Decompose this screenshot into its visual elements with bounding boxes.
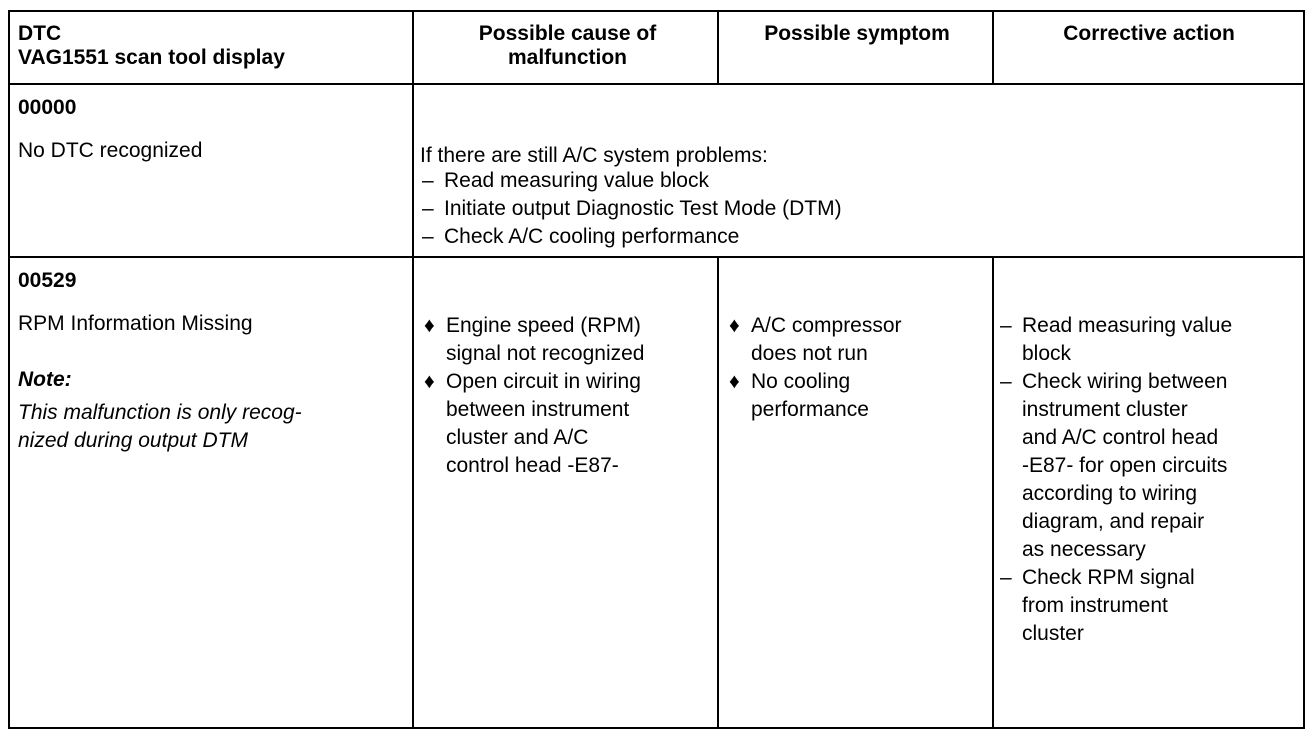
row2-note-label: Note: bbox=[18, 368, 72, 391]
row1-dtc-label: No DTC recognized bbox=[18, 139, 203, 162]
list-item: ♦ Engine speed (RPM) signal not recogniz… bbox=[424, 314, 645, 365]
list-item: –Check A/C cooling performance bbox=[422, 225, 740, 248]
col-divider-3-row2 bbox=[992, 256, 994, 727]
list-item: ♦ A/C compressor does not run bbox=[729, 314, 902, 365]
col-divider-1 bbox=[412, 12, 414, 727]
list-item: –Read measuring value block bbox=[422, 169, 709, 192]
row1-dtc-code: 00000 bbox=[18, 96, 77, 119]
list-item: ♦ No cooling performance bbox=[729, 370, 869, 421]
header-scan-tool-label: VAG1551 scan tool display bbox=[18, 46, 285, 69]
dtc-table: DTC VAG1551 scan tool display Possible c… bbox=[8, 10, 1305, 729]
list-item: – Check wiring between instrument cluste… bbox=[1000, 370, 1228, 561]
header-dtc-cell: DTC VAG1551 scan tool display bbox=[18, 22, 408, 70]
row2-note-text: This malfunction is only recog- nized du… bbox=[18, 401, 302, 452]
list-item: –Initiate output Diagnostic Test Mode (D… bbox=[422, 197, 842, 220]
col-divider-2-header bbox=[717, 12, 719, 83]
row1-action-list: –Read measuring value block –Initiate ou… bbox=[420, 167, 842, 251]
row2-symptom-list: ♦ A/C compressor does not run ♦ No cooli… bbox=[727, 312, 902, 424]
row2-dtc-code: 00529 bbox=[18, 269, 77, 292]
header-divider bbox=[10, 83, 1303, 85]
header-possible-symptom: Possible symptom bbox=[764, 22, 950, 45]
row1-intro: If there are still A/C system problems: bbox=[420, 144, 768, 167]
header-corrective-action: Corrective action bbox=[1063, 22, 1235, 45]
header-possible-cause: Possible cause of malfunction bbox=[478, 22, 657, 69]
row2-corrective-list: – Read measuring value block – Check wir… bbox=[998, 312, 1232, 648]
list-item: – Read measuring value block bbox=[1000, 314, 1233, 365]
row-divider bbox=[10, 256, 1303, 258]
col-divider-3-header bbox=[992, 12, 994, 83]
header-dtc-label: DTC bbox=[18, 22, 62, 45]
row2-dtc-label: RPM Information Missing bbox=[18, 312, 253, 335]
list-item: – Check RPM signal from instrument clust… bbox=[1000, 566, 1195, 645]
list-item: ♦ Open circuit in wiring between instrum… bbox=[424, 370, 641, 477]
col-divider-2-row2 bbox=[717, 256, 719, 727]
row2-cause-list: ♦ Engine speed (RPM) signal not recogniz… bbox=[422, 312, 644, 480]
